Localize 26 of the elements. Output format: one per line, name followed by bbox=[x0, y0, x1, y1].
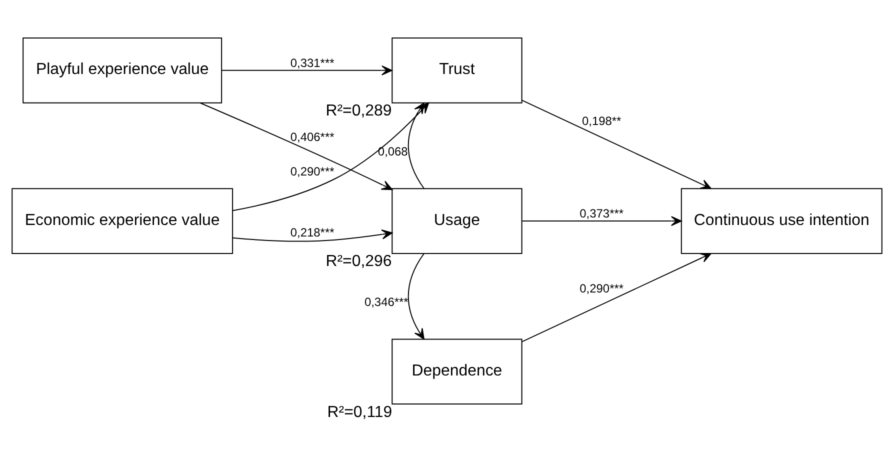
node-label: R²=0,289 bbox=[326, 102, 392, 120]
edge-label: 0,290*** bbox=[290, 164, 334, 178]
node-box: Trust bbox=[392, 37, 522, 103]
arrow bbox=[522, 252, 712, 342]
arrow bbox=[221, 64, 392, 75]
arrow bbox=[522, 216, 682, 226]
edge-label: 0,218*** bbox=[290, 225, 334, 240]
node-box: Continuous use intention bbox=[680, 188, 882, 254]
arrow bbox=[522, 99, 712, 189]
node-box: Usage bbox=[392, 188, 522, 254]
arrow bbox=[408, 252, 424, 339]
arrow bbox=[200, 102, 393, 190]
arrow bbox=[232, 228, 393, 242]
node-box: Economic experience value bbox=[12, 188, 234, 254]
edge-label: 0,290*** bbox=[580, 280, 624, 295]
edge-label: 0,406*** bbox=[290, 129, 334, 144]
node-box: Dependence bbox=[392, 338, 522, 404]
node-label: R²=0,119 bbox=[327, 403, 392, 420]
edge-label: 0,373*** bbox=[580, 206, 624, 220]
node-box: Playful experience value bbox=[22, 37, 222, 103]
edge-label: 0,068 bbox=[378, 144, 408, 158]
edge-label: 0,346*** bbox=[364, 294, 408, 308]
arrow bbox=[408, 102, 424, 188]
edge-label: 0,198** bbox=[582, 113, 622, 128]
edge-label: 0,331*** bbox=[290, 56, 334, 70]
node-label: R²=0,296 bbox=[326, 252, 392, 270]
